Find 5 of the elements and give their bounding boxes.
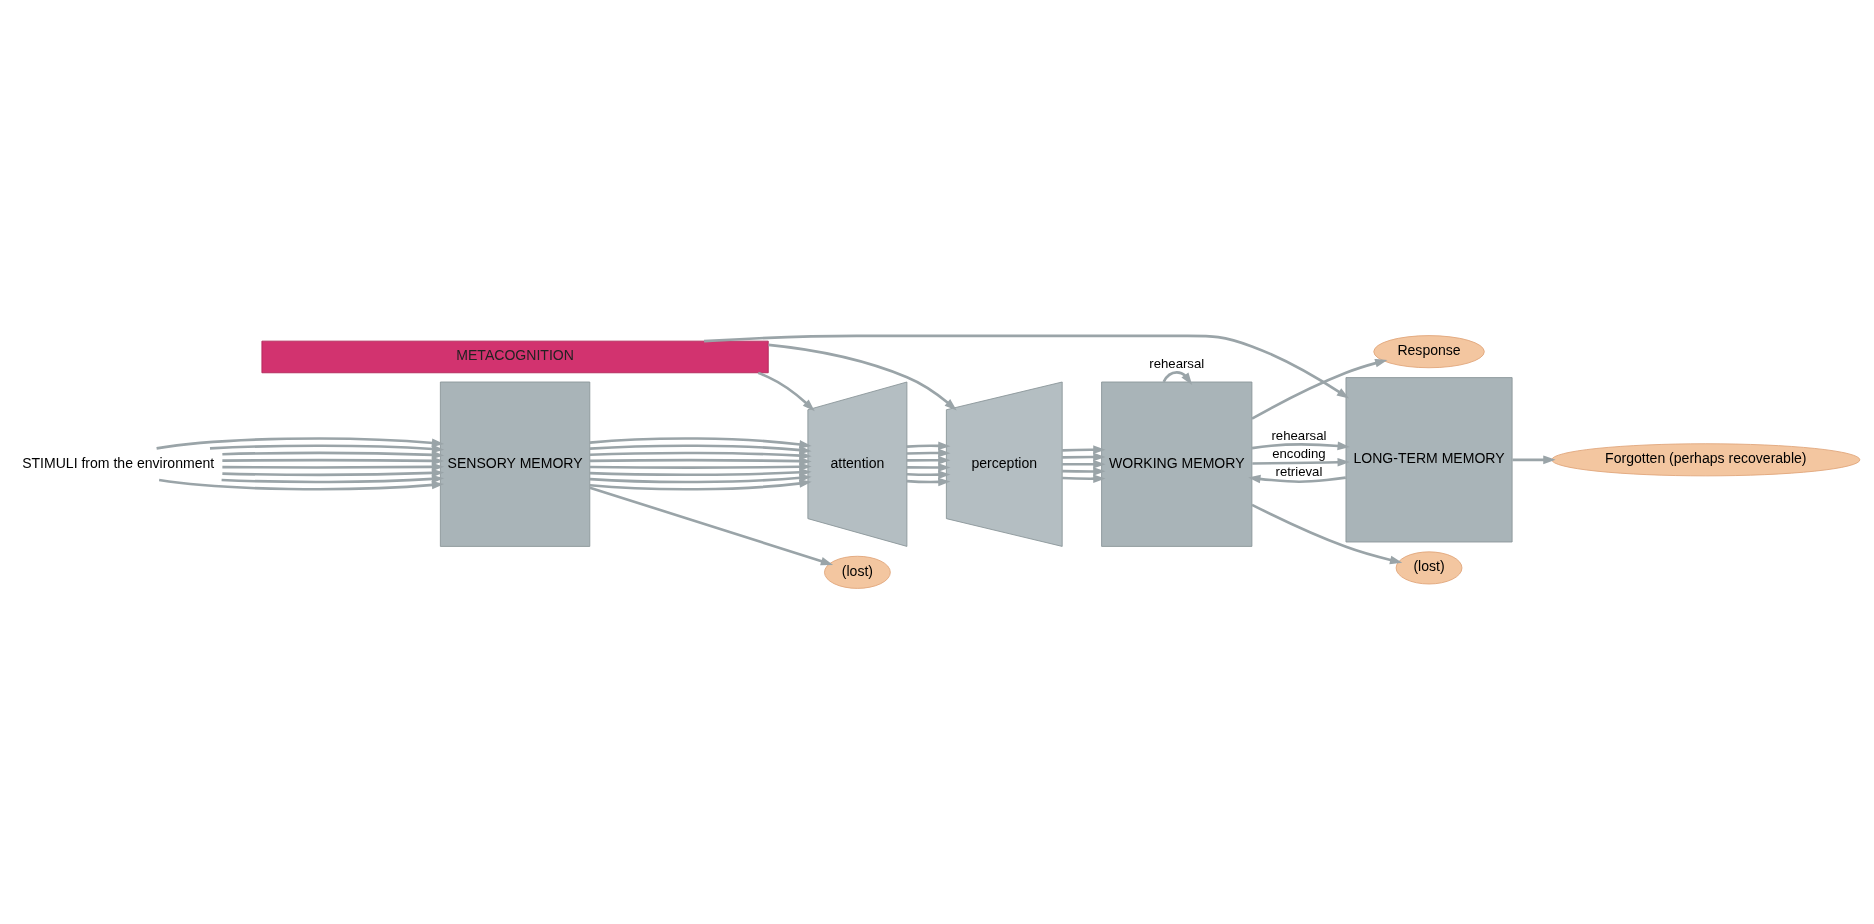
edge-label: encoding — [1272, 446, 1326, 462]
edge-label: retrieval — [1275, 463, 1323, 479]
edge-label: rehearsal — [1271, 428, 1327, 444]
node-text: STIMULI from the environment — [22, 454, 215, 471]
edge-label: rehearsal — [1149, 355, 1205, 371]
